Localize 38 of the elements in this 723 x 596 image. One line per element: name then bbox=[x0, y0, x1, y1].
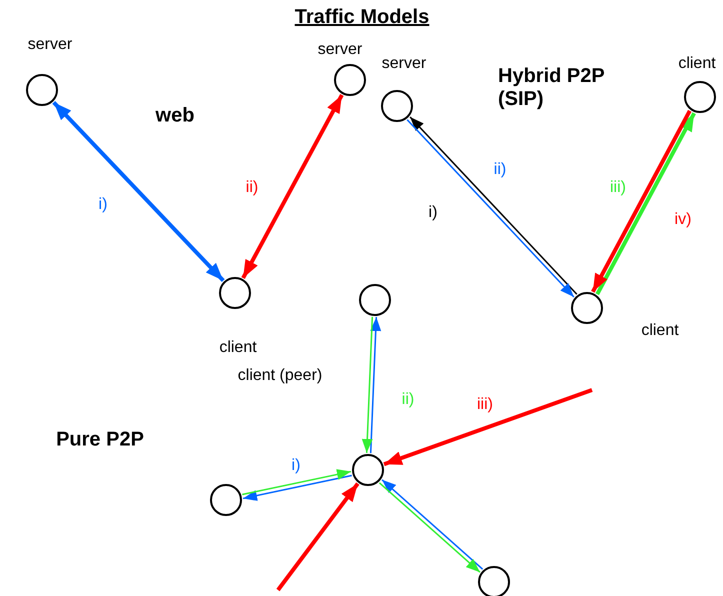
arrow bbox=[383, 388, 593, 466]
circle-node bbox=[478, 566, 510, 596]
circle-node bbox=[684, 81, 716, 113]
edge-label: i) bbox=[290, 457, 302, 475]
circle-node bbox=[26, 74, 58, 106]
arrow bbox=[362, 316, 374, 453]
arrow bbox=[276, 482, 360, 592]
arrow bbox=[242, 469, 352, 496]
section-heading: Pure P2P bbox=[56, 428, 144, 452]
circle-node bbox=[381, 90, 413, 122]
edge-label: iv) bbox=[674, 211, 692, 229]
node-caption: client bbox=[641, 322, 679, 340]
node-caption: server bbox=[382, 55, 426, 73]
circle-node bbox=[334, 64, 366, 96]
arrow bbox=[242, 474, 352, 501]
arrow bbox=[241, 94, 344, 279]
node-caption: server bbox=[28, 36, 72, 54]
text-label: client (peer) bbox=[238, 367, 322, 385]
edge-label: i) bbox=[98, 196, 108, 214]
edge-label: iii) bbox=[476, 396, 494, 414]
section-heading: web bbox=[156, 104, 194, 128]
node-caption: client bbox=[219, 339, 257, 357]
edge-label: ii) bbox=[244, 179, 260, 197]
arrow bbox=[370, 317, 382, 454]
edge-label: ii) bbox=[400, 391, 416, 409]
arrow bbox=[52, 100, 225, 282]
diagram-title: Traffic Models bbox=[294, 8, 430, 26]
circle-node bbox=[571, 292, 603, 324]
section-heading: Hybrid P2P (SIP) bbox=[498, 65, 606, 111]
circle-node bbox=[352, 454, 384, 486]
edge-label: i) bbox=[428, 204, 438, 222]
node-caption: server bbox=[318, 41, 362, 59]
circle-node bbox=[219, 277, 251, 309]
edge-label: iii) bbox=[609, 179, 627, 197]
node-caption: client bbox=[678, 55, 716, 73]
circle-node bbox=[359, 284, 391, 316]
circle-node bbox=[210, 484, 242, 516]
edge-label: ii) bbox=[492, 161, 508, 179]
